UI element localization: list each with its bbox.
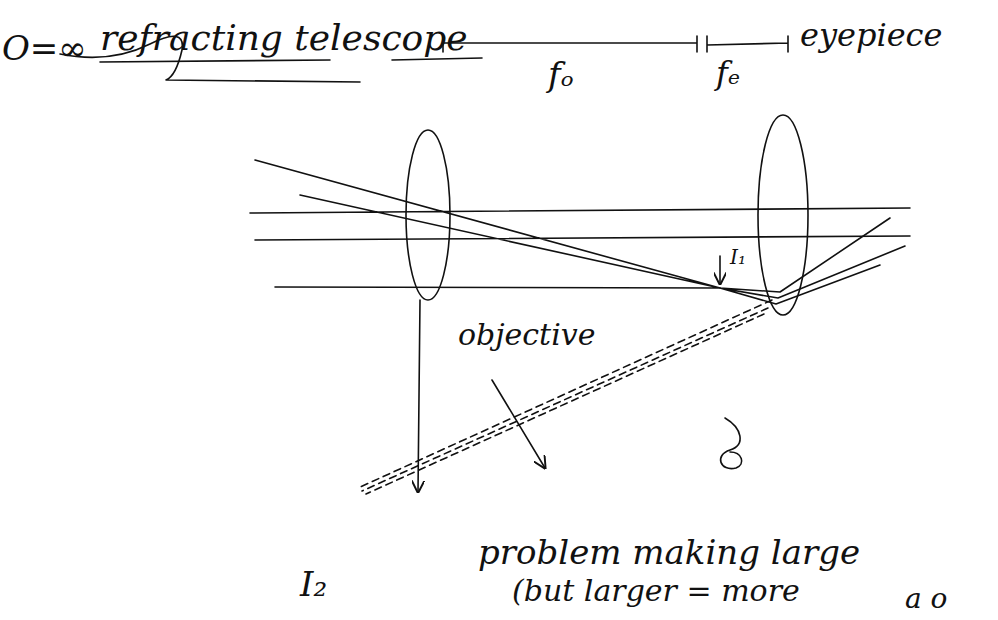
diagram-title: refracting telescope	[100, 18, 468, 58]
exit-rays	[720, 218, 905, 304]
note-text: a o	[905, 584, 947, 615]
virtual-rays	[358, 300, 772, 494]
note-text: problem making large	[478, 534, 860, 571]
objective-lens	[406, 130, 450, 300]
eye-symbol	[721, 418, 742, 469]
image-arrow	[719, 256, 721, 284]
light-rays	[250, 160, 910, 288]
focal-length: fₒ	[548, 56, 574, 93]
eyepiece-lens	[758, 115, 808, 315]
part-name: eyepiece	[800, 18, 942, 53]
part-name: objective	[458, 318, 595, 351]
note-text: (but larger = more	[512, 574, 800, 607]
dimension-line	[443, 36, 788, 52]
image-label: I₁	[728, 246, 748, 268]
object-distance: O=∞	[2, 30, 87, 67]
image-arrow	[418, 300, 420, 492]
image-label: I₂	[300, 566, 327, 603]
leader-arrow	[492, 380, 545, 468]
focal-length: fₑ	[716, 56, 740, 91]
title-underline	[100, 58, 482, 62]
